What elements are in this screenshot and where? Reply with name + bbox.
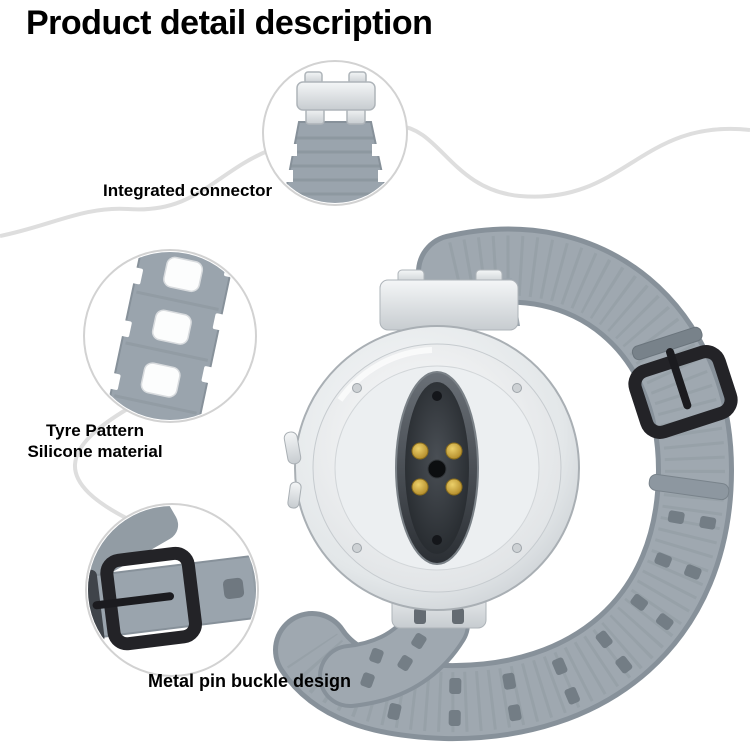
top-connector-adapter xyxy=(379,269,520,331)
case-screws xyxy=(352,383,522,553)
sensor-gold-contacts xyxy=(411,442,463,496)
strap-metal-buckle xyxy=(628,326,738,439)
sensor-lens xyxy=(395,371,479,565)
side-buttons xyxy=(283,431,302,509)
label-tyre-line1: Tyre Pattern xyxy=(46,421,144,440)
callout-circle-connector xyxy=(262,60,408,206)
watch-case-back xyxy=(283,325,580,611)
strap-keeper xyxy=(648,473,730,501)
page-title: Product detail description xyxy=(26,4,433,42)
callout-circle-buckle xyxy=(85,503,259,677)
label-metal-pin-buckle: Metal pin buckle design xyxy=(148,671,352,691)
strap-bottom-tail xyxy=(318,592,470,708)
label-tyre-pattern: Tyre Pattern Silicone material xyxy=(10,420,180,462)
decor-curves xyxy=(0,124,750,524)
label-integrated-connector: Integrated connector xyxy=(103,181,273,200)
callout-circle-tyre xyxy=(83,249,257,423)
label-tyre-line2: Silicone material xyxy=(27,442,163,461)
